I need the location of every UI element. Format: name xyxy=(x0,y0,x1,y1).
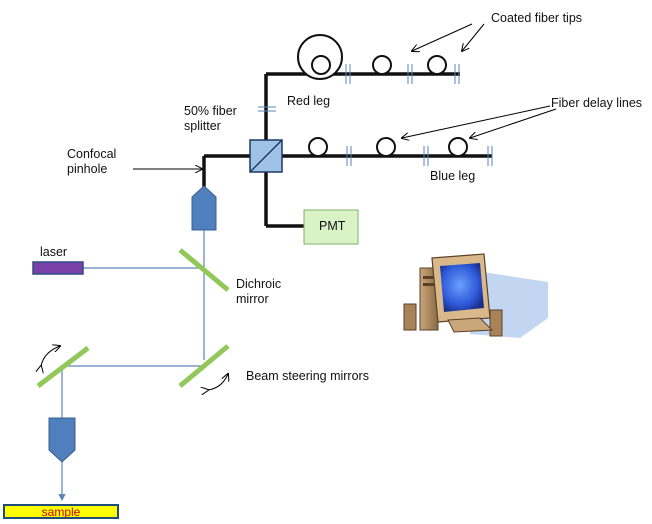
laser-source xyxy=(32,261,84,275)
fiber-coil xyxy=(427,55,447,75)
sample-stage: sample xyxy=(3,504,119,519)
beam-steering-mirrors-label: Beam steering mirrors xyxy=(246,369,369,383)
fiber-coil xyxy=(448,137,468,157)
computer-icon xyxy=(403,253,548,338)
fiber-connectors-red-leg xyxy=(345,64,460,84)
rotation-arrows xyxy=(41,346,228,390)
dichroic-mirror-label: Dichroic mirror xyxy=(236,277,282,306)
red-leg-label: Red leg xyxy=(287,94,331,108)
objective-lens xyxy=(48,417,76,463)
fiber-splitter-cube xyxy=(249,139,283,173)
fiber-delay-lines-label: Fiber delay lines xyxy=(551,96,643,110)
fiber-splitter-label: 50% fiber splitter xyxy=(184,104,237,133)
fiber-coil xyxy=(311,55,331,75)
beam-path xyxy=(58,230,205,502)
laser-label: laser xyxy=(40,245,68,259)
confocal-pinhole-label: Confocal pinhole xyxy=(67,147,117,176)
fiber-coil xyxy=(308,137,328,157)
sample-label: sample xyxy=(41,504,81,519)
dichroic-mirror xyxy=(178,248,230,292)
pmt-label: PMT xyxy=(319,219,346,233)
fiber-coil xyxy=(372,55,392,75)
fiber-coil xyxy=(376,137,396,157)
fiber-collimator xyxy=(191,185,217,231)
fiber-connectors-blue-leg xyxy=(346,146,493,166)
annotation-arrows xyxy=(133,23,557,169)
beam-steering-mirror-left xyxy=(36,346,90,388)
fiber-connector-vertical xyxy=(258,106,276,112)
fiber-coils xyxy=(297,34,468,157)
blue-leg-label: Blue leg xyxy=(430,169,476,183)
mirrors xyxy=(36,248,230,388)
beam-steering-mirror-right xyxy=(178,344,230,388)
pmt-box xyxy=(303,209,359,245)
coated-fiber-tips-label: Coated fiber tips xyxy=(491,11,583,25)
